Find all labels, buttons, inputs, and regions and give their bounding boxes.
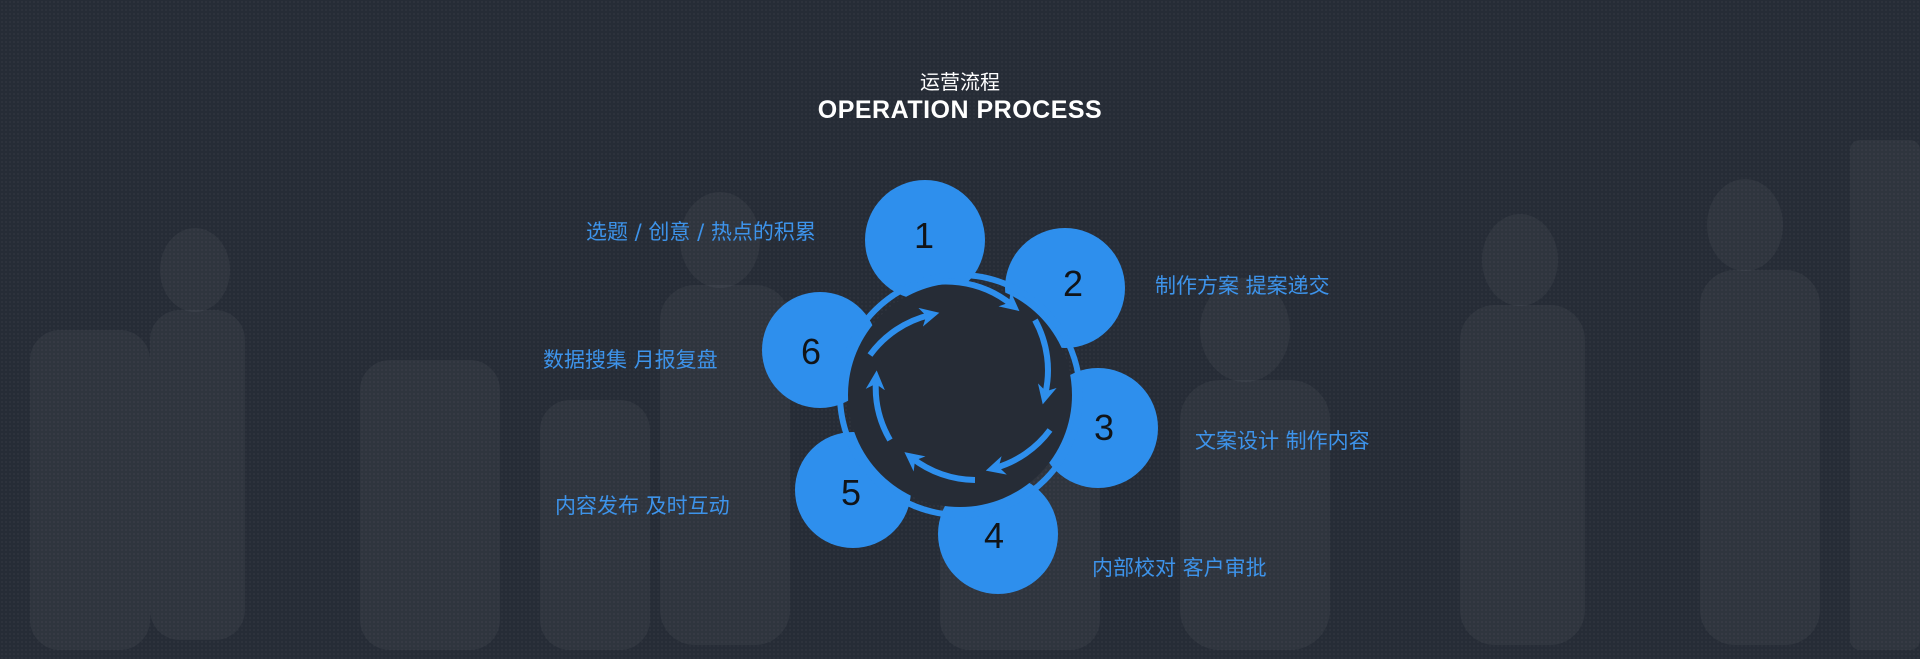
step-label-1: 选题 / 创意 / 热点的积累 xyxy=(586,220,816,244)
arrow-5-to-6 xyxy=(865,370,893,442)
title-english: OPERATION PROCESS xyxy=(817,96,1103,124)
petal-1 xyxy=(865,180,985,300)
cycle-center xyxy=(848,283,1072,507)
arrow-4-to-5 xyxy=(904,452,976,483)
step-label-2: 制作方案 提案递交 xyxy=(1155,274,1330,298)
arrow-3-to-4 xyxy=(985,428,1053,475)
cycle-ring xyxy=(837,272,1083,518)
petal-6 xyxy=(762,292,878,408)
step-label-4: 内部校对 客户审批 xyxy=(1092,556,1267,580)
arrow-1-to-2 xyxy=(901,278,1020,312)
arrow-6-to-1 xyxy=(867,307,940,357)
petal-number-4: 4 xyxy=(984,515,1004,556)
title-chinese: 运营流程 xyxy=(920,70,1000,94)
step-label-3: 文案设计 制作内容 xyxy=(1195,429,1370,453)
petal-number-2: 2 xyxy=(1063,263,1083,304)
petal-number-5: 5 xyxy=(841,472,861,513)
petal-number-6: 6 xyxy=(801,331,821,372)
step-label-6: 数据搜集 月报复盘 xyxy=(543,348,718,372)
arrow-2-to-3 xyxy=(1032,318,1057,405)
petal-number-1: 1 xyxy=(914,215,934,256)
petal-number-3: 3 xyxy=(1094,407,1114,448)
step-label-5: 内容发布 及时互动 xyxy=(555,494,730,518)
